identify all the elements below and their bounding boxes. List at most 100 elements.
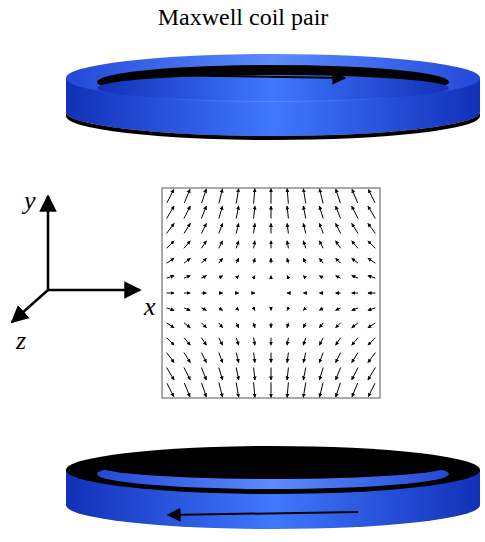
bottom-coil	[66, 446, 480, 529]
field-arrow	[271, 338, 272, 346]
field-arrow	[184, 293, 190, 294]
field-arrow	[202, 383, 207, 397]
field-arrow	[219, 258, 223, 263]
field-arrow	[184, 258, 190, 263]
field-arrow	[303, 323, 306, 328]
field-arrow	[201, 293, 206, 294]
field-arrow	[303, 189, 306, 204]
field-arrow	[352, 383, 358, 397]
field-arrow	[320, 189, 324, 204]
field-arrow	[287, 223, 288, 233]
title: Maxwell coil pair	[158, 4, 329, 31]
field-arrow	[219, 353, 223, 363]
field-arrow	[236, 383, 239, 398]
field-arrow	[368, 338, 376, 346]
field-arrow	[303, 308, 306, 311]
field-arrow	[368, 293, 376, 294]
field-arrow	[271, 353, 272, 363]
field-arrow	[352, 368, 358, 381]
field-arrow	[201, 241, 206, 249]
field-arrow	[236, 189, 239, 204]
field-arrow	[167, 308, 175, 311]
field-arrow	[287, 323, 288, 328]
field-arrow	[254, 293, 255, 294]
field-arrow	[271, 258, 272, 263]
field-arrow	[201, 338, 206, 346]
field-arrow	[352, 338, 358, 346]
field-arrow	[368, 223, 376, 233]
axis-label: y	[24, 186, 36, 216]
field-arrow	[319, 323, 323, 328]
field-arrow	[236, 258, 239, 263]
field-arrow	[201, 353, 206, 363]
field-arrow	[271, 323, 272, 328]
field-arrow	[287, 353, 288, 363]
field-arrow	[271, 241, 272, 249]
axis-label: x	[144, 292, 156, 322]
field-arrow	[201, 206, 206, 219]
field-arrow	[236, 241, 239, 249]
field-arrow	[287, 258, 288, 263]
field-arrow	[352, 293, 358, 294]
field-arrow	[219, 308, 223, 311]
field-arrow	[184, 368, 190, 381]
field-arrow	[236, 323, 239, 328]
field-arrow	[336, 258, 341, 263]
field-arrow	[368, 189, 375, 202]
vector-field	[167, 189, 376, 398]
field-arrow	[336, 323, 341, 328]
field-arrow	[167, 383, 174, 396]
field-arrow	[368, 383, 375, 396]
field-arrow	[352, 323, 358, 328]
field-arrow	[368, 353, 376, 363]
field-arrow	[236, 368, 239, 381]
field-arrow	[287, 241, 288, 249]
field-arrow	[319, 223, 323, 233]
field-arrow	[167, 189, 174, 202]
field-arrow	[303, 258, 306, 263]
field-arrow	[303, 223, 306, 233]
field-arrow	[336, 338, 341, 346]
field-arrow	[219, 241, 223, 249]
field-arrow	[201, 368, 206, 381]
field-arrow	[319, 308, 323, 311]
field-arrow	[336, 383, 341, 397]
field-arrow	[254, 189, 255, 204]
field-arrow	[336, 223, 341, 233]
field-arrow	[303, 276, 306, 279]
field-arrow	[271, 382, 272, 397]
axis-label: z	[16, 326, 26, 356]
field-arrow	[201, 276, 206, 279]
field-arrow	[167, 276, 175, 279]
field-arrow	[201, 323, 206, 328]
field-arrow	[319, 241, 323, 249]
field-arrow	[254, 353, 255, 363]
field-arrow	[254, 338, 255, 346]
field-arrow	[287, 368, 288, 381]
field-arrow	[271, 308, 272, 311]
top-coil	[66, 54, 480, 140]
field-arrow	[287, 206, 288, 219]
field-arrow	[336, 368, 341, 381]
field-arrow	[303, 206, 306, 219]
field-arrow	[368, 323, 376, 328]
field-arrow	[271, 189, 272, 204]
field-arrow	[287, 293, 288, 294]
field-arrow	[219, 368, 223, 381]
field-arrow	[184, 223, 190, 233]
field-arrow	[352, 258, 358, 263]
field-arrow	[167, 353, 175, 363]
field-arrow	[184, 338, 190, 346]
field-arrow	[352, 241, 358, 249]
field-arrow	[319, 258, 323, 263]
field-arrow	[219, 189, 223, 204]
field-arrow	[219, 276, 223, 279]
field-arrow	[336, 206, 341, 219]
field-arrow	[236, 276, 239, 279]
field-arrow	[368, 258, 376, 263]
field-arrow	[184, 383, 190, 397]
field-arrow	[167, 258, 175, 263]
field-arrow	[336, 308, 341, 311]
field-arrow	[271, 368, 272, 381]
field-arrow	[368, 241, 376, 249]
